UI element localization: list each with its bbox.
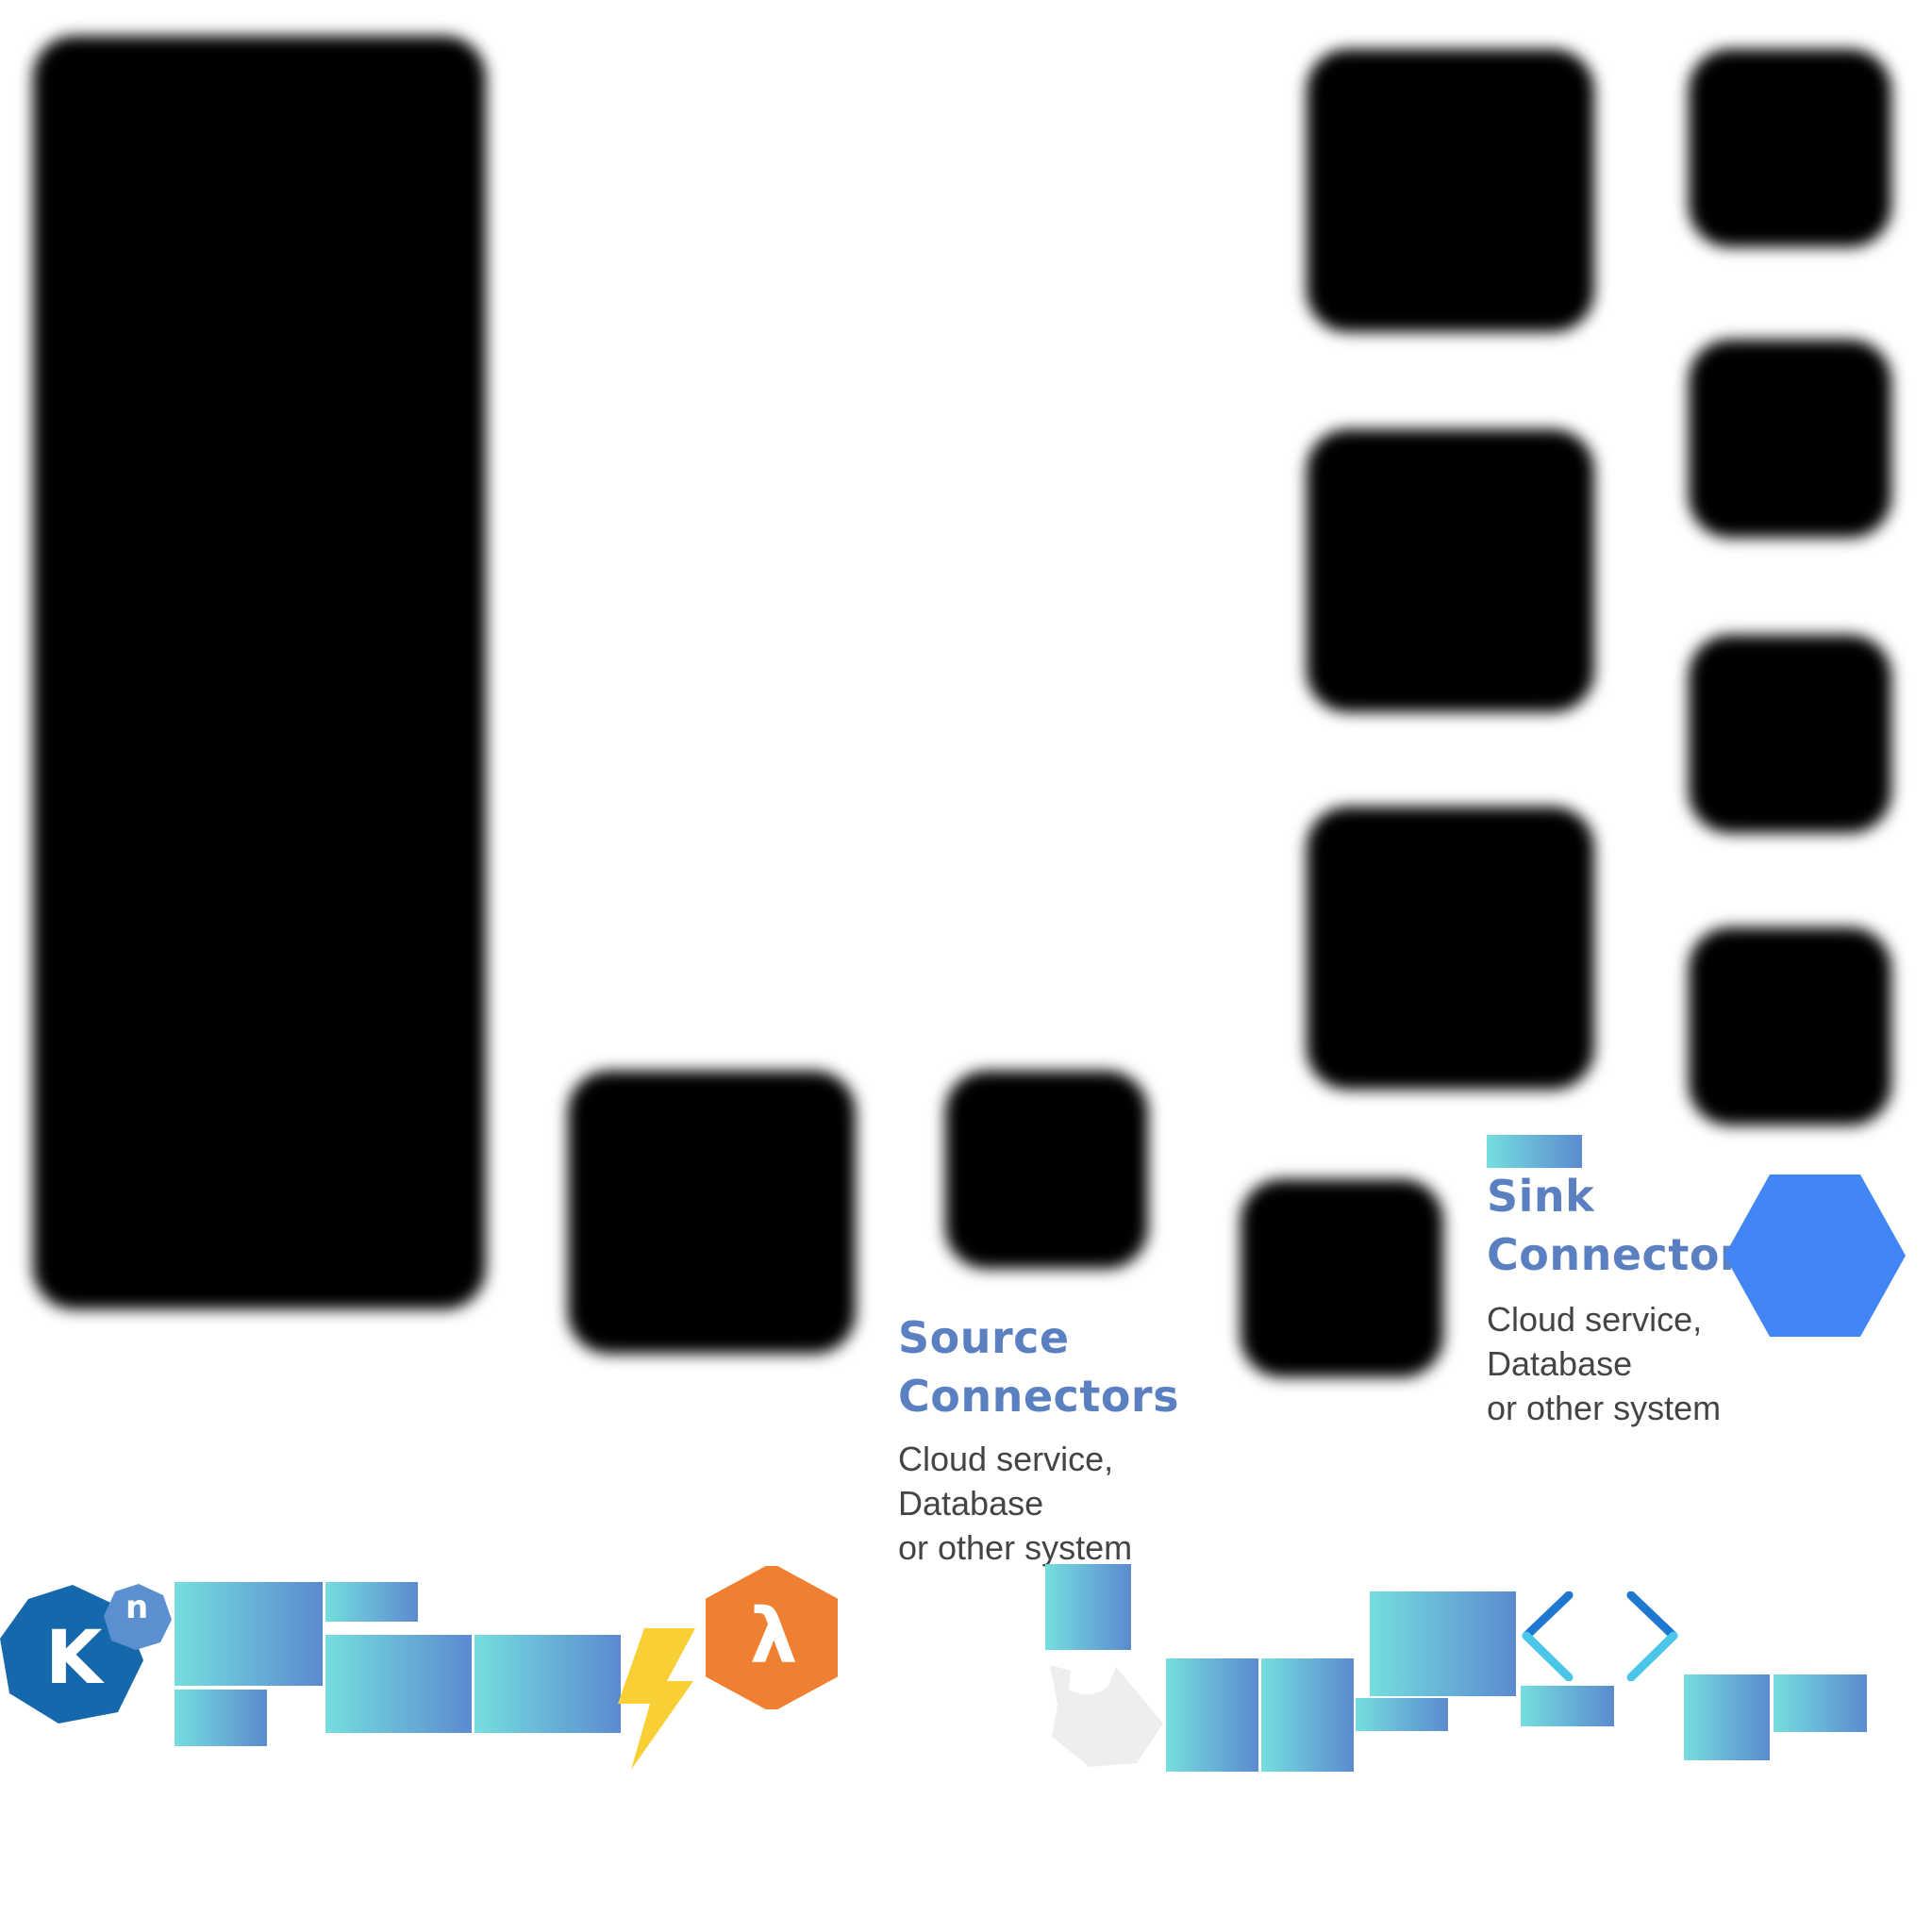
gradient-block: [325, 1582, 418, 1622]
gradient-block: [1261, 1658, 1354, 1772]
source-desc-line3: or other system: [898, 1528, 1133, 1567]
blurred-tile: [945, 1071, 1148, 1269]
blurred-tile: [1689, 49, 1891, 247]
chevron-right-icon: [1626, 1591, 1678, 1681]
gradient-block: [1166, 1658, 1258, 1772]
source-title-line1: Source: [898, 1312, 1070, 1363]
gradient-block: [325, 1635, 472, 1733]
lambda-letter: λ: [749, 1592, 798, 1680]
sink-title-line1: Sink: [1487, 1171, 1595, 1222]
aws-lambda-icon: [706, 1566, 838, 1709]
blurred-tile: [1307, 49, 1594, 332]
knative-letter: K: [45, 1616, 103, 1701]
gradient-block: [1774, 1674, 1867, 1732]
sink-desc-line2: Database: [1487, 1344, 1633, 1383]
gradient-block: [1045, 1564, 1131, 1650]
blurred-panel-large: [33, 36, 486, 1309]
gradient-block: [1521, 1686, 1614, 1726]
source-connectors-title: Source Connectors: [898, 1308, 1179, 1425]
source-desc-line1: Cloud service,: [898, 1440, 1114, 1478]
gradient-block: [175, 1690, 267, 1746]
sink-connectors-title: Sink Connectors: [1487, 1167, 1768, 1284]
blurred-tile: [1689, 927, 1891, 1125]
gradient-block: [1684, 1674, 1770, 1760]
puzzle-icon: [1050, 1665, 1163, 1767]
knative-icon: [0, 1584, 172, 1724]
sink-desc-line3: or other system: [1487, 1389, 1722, 1427]
source-title-line2: Connectors: [898, 1371, 1179, 1422]
sink-accent-bar: [1487, 1135, 1582, 1168]
blurred-tile: [1689, 340, 1891, 538]
blurred-tile: [1307, 429, 1594, 712]
sink-desc-line1: Cloud service,: [1487, 1300, 1703, 1339]
gradient-block: [1356, 1698, 1448, 1731]
blurred-tile: [568, 1071, 856, 1354]
blurred-tile: [1689, 635, 1891, 833]
source-desc-line2: Database: [898, 1484, 1044, 1523]
sink-title-line2: Connectors: [1487, 1229, 1768, 1280]
gradient-block: [175, 1582, 323, 1686]
gradient-block: [1370, 1591, 1516, 1696]
chevron-left-icon: [1522, 1591, 1574, 1681]
blurred-tile: [1307, 807, 1594, 1090]
gradient-block: [475, 1635, 621, 1733]
knative-badge-letter: n: [125, 1589, 149, 1626]
sink-connectors-description: Cloud service, Database or other system: [1487, 1297, 1721, 1430]
source-connectors-description: Cloud service, Database or other system: [898, 1437, 1132, 1570]
blurred-tile: [1241, 1179, 1443, 1377]
hexagon-icon: [1724, 1174, 1906, 1337]
lightning-icon: [618, 1628, 695, 1770]
